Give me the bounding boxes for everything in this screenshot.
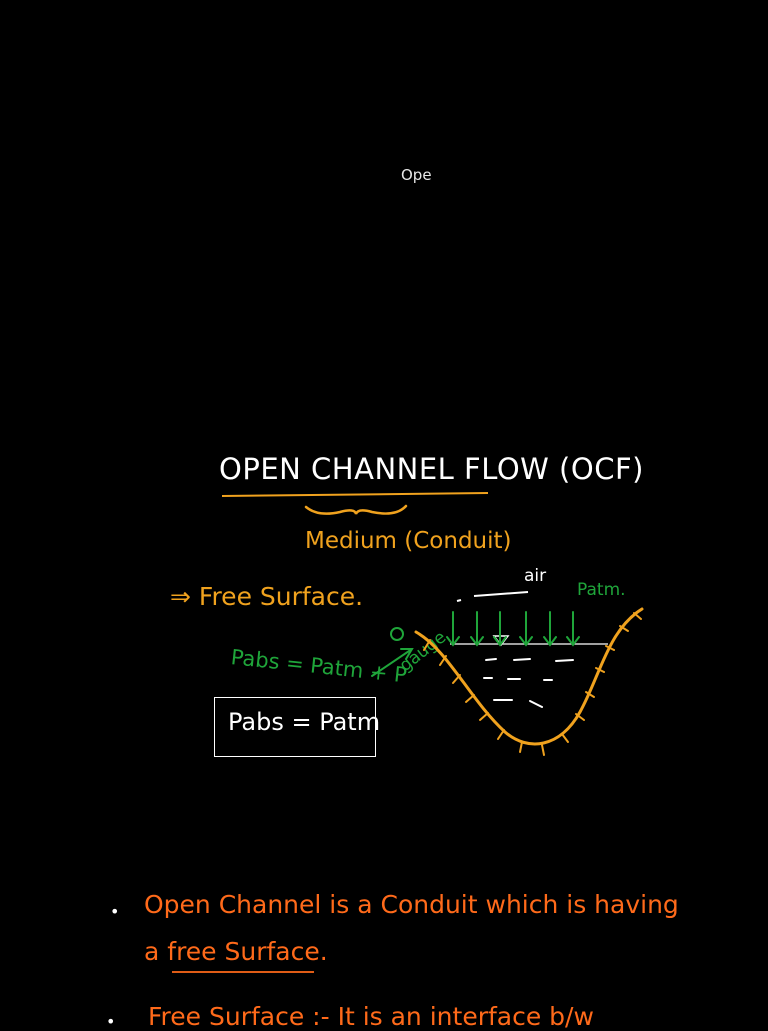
air-line — [473, 591, 529, 597]
title-brace — [304, 504, 408, 515]
pabs-equation: Pabs = Patm + P — [229, 645, 408, 688]
notes-title: OPEN CHANNEL FLOW (OCF) — [219, 452, 644, 486]
page-label: Ope — [401, 166, 432, 184]
air-line-dot — [456, 599, 462, 602]
bullet-2-line-1: Free Surface :- It is an interface b/w — [148, 1002, 594, 1031]
channel-hatching — [423, 612, 642, 756]
water-dashes — [483, 658, 574, 708]
patm-label: Patm. — [577, 580, 626, 600]
channel-bed — [414, 607, 644, 746]
gauge-label: gauge — [395, 627, 451, 676]
free-surface-symbol — [492, 635, 510, 647]
free-surface-label: ⇒ Free Surface. — [170, 582, 364, 611]
bullet-1-line-1: Open Channel is a Conduit which is havin… — [144, 890, 679, 919]
boxed-equation: Pabs = Patm — [228, 708, 381, 736]
title-underline — [221, 492, 489, 497]
medium-label: Medium (Conduit) — [305, 528, 512, 554]
air-label: air — [524, 566, 547, 586]
bullet-1-line-2: a free Surface. — [144, 937, 328, 966]
point-marker-circle — [390, 627, 404, 641]
bullet-1-dot: • — [110, 902, 120, 921]
boxed-equation-frame — [214, 697, 376, 757]
bullet-2-dot: • — [106, 1012, 116, 1031]
pressure-arrows — [446, 611, 580, 647]
